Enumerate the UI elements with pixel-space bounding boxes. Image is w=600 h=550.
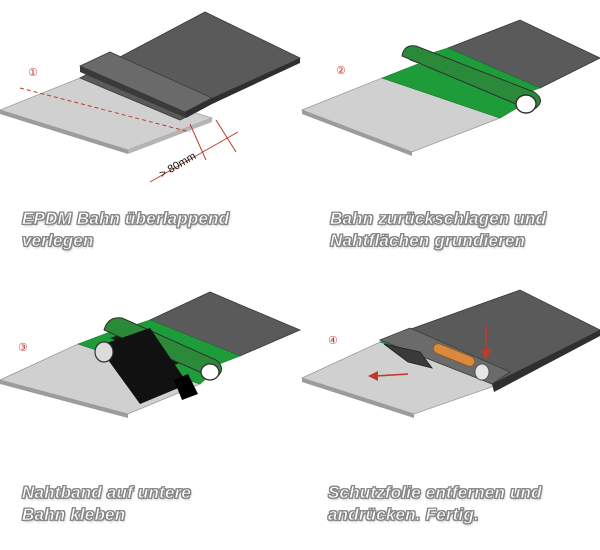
caption-step-2-line-1: Bahn zurückschlagen und xyxy=(330,209,547,229)
dimension-tick-2 xyxy=(215,119,237,153)
seam-tape-roll-end xyxy=(94,341,114,363)
sheet-roll-end xyxy=(515,94,537,114)
roller-wheel xyxy=(474,363,490,381)
step-number-4: ④ xyxy=(328,335,338,347)
caption-step-2-line-2: Nahtflächen grundieren xyxy=(330,231,526,251)
lower-sheet-front-edge xyxy=(0,380,128,418)
step-number-1: ① xyxy=(28,67,38,79)
lower-sheet-front-edge xyxy=(302,378,414,418)
caption-step-2: Bahn zurückschlagen und Nahtflächen grun… xyxy=(330,208,547,252)
step-number-3: ③ xyxy=(18,342,28,354)
sheet-roll-end xyxy=(200,363,220,381)
caption-step-3-line-2: Bahn kleben xyxy=(22,505,126,525)
caption-step-4-line-1: Schutzfolie entfernen und xyxy=(328,483,542,503)
seam-tape-roll xyxy=(98,328,188,404)
panel-step-3: ③ xyxy=(0,291,302,418)
caption-step-1-line-2: verlegen xyxy=(22,231,94,251)
caption-step-4-line-2: andrücken. Fertig. xyxy=(328,505,479,525)
panel-step-4: ④ xyxy=(300,289,600,418)
panel-step-1: > 80mm ① xyxy=(0,11,301,183)
dimension-label: > 80mm xyxy=(158,150,199,180)
dimension-line xyxy=(149,131,239,183)
step-number-2: ② xyxy=(336,65,346,77)
overlap-step-edge xyxy=(80,66,186,118)
pull-arrowhead xyxy=(368,371,378,381)
upper-sheet-front-edge xyxy=(185,58,300,118)
roller-handle xyxy=(432,343,476,367)
pull-arrow xyxy=(375,373,409,377)
overlap-marker-line xyxy=(19,87,191,133)
caption-step-1: EPDM Bahn überlappend verlegen xyxy=(22,208,230,252)
caption-step-1-line-1: EPDM Bahn überlappend xyxy=(22,209,230,229)
lower-sheet-front-edge xyxy=(302,110,412,156)
dimension-tick-1 xyxy=(189,123,207,161)
press-arrowhead xyxy=(481,350,491,360)
caption-step-4: Schutzfolie entfernen und andrücken. Fer… xyxy=(328,482,542,526)
seam-tape-fold xyxy=(174,374,198,400)
protective-film xyxy=(383,343,433,369)
caption-step-3: Nahtband auf untere Bahn kleben xyxy=(22,482,191,526)
lower-sheet-front-edge xyxy=(0,110,128,154)
caption-step-3-line-1: Nahtband auf untere xyxy=(22,483,192,503)
upper-sheet-front-edge xyxy=(492,330,600,392)
panel-step-2: ② xyxy=(300,19,600,156)
